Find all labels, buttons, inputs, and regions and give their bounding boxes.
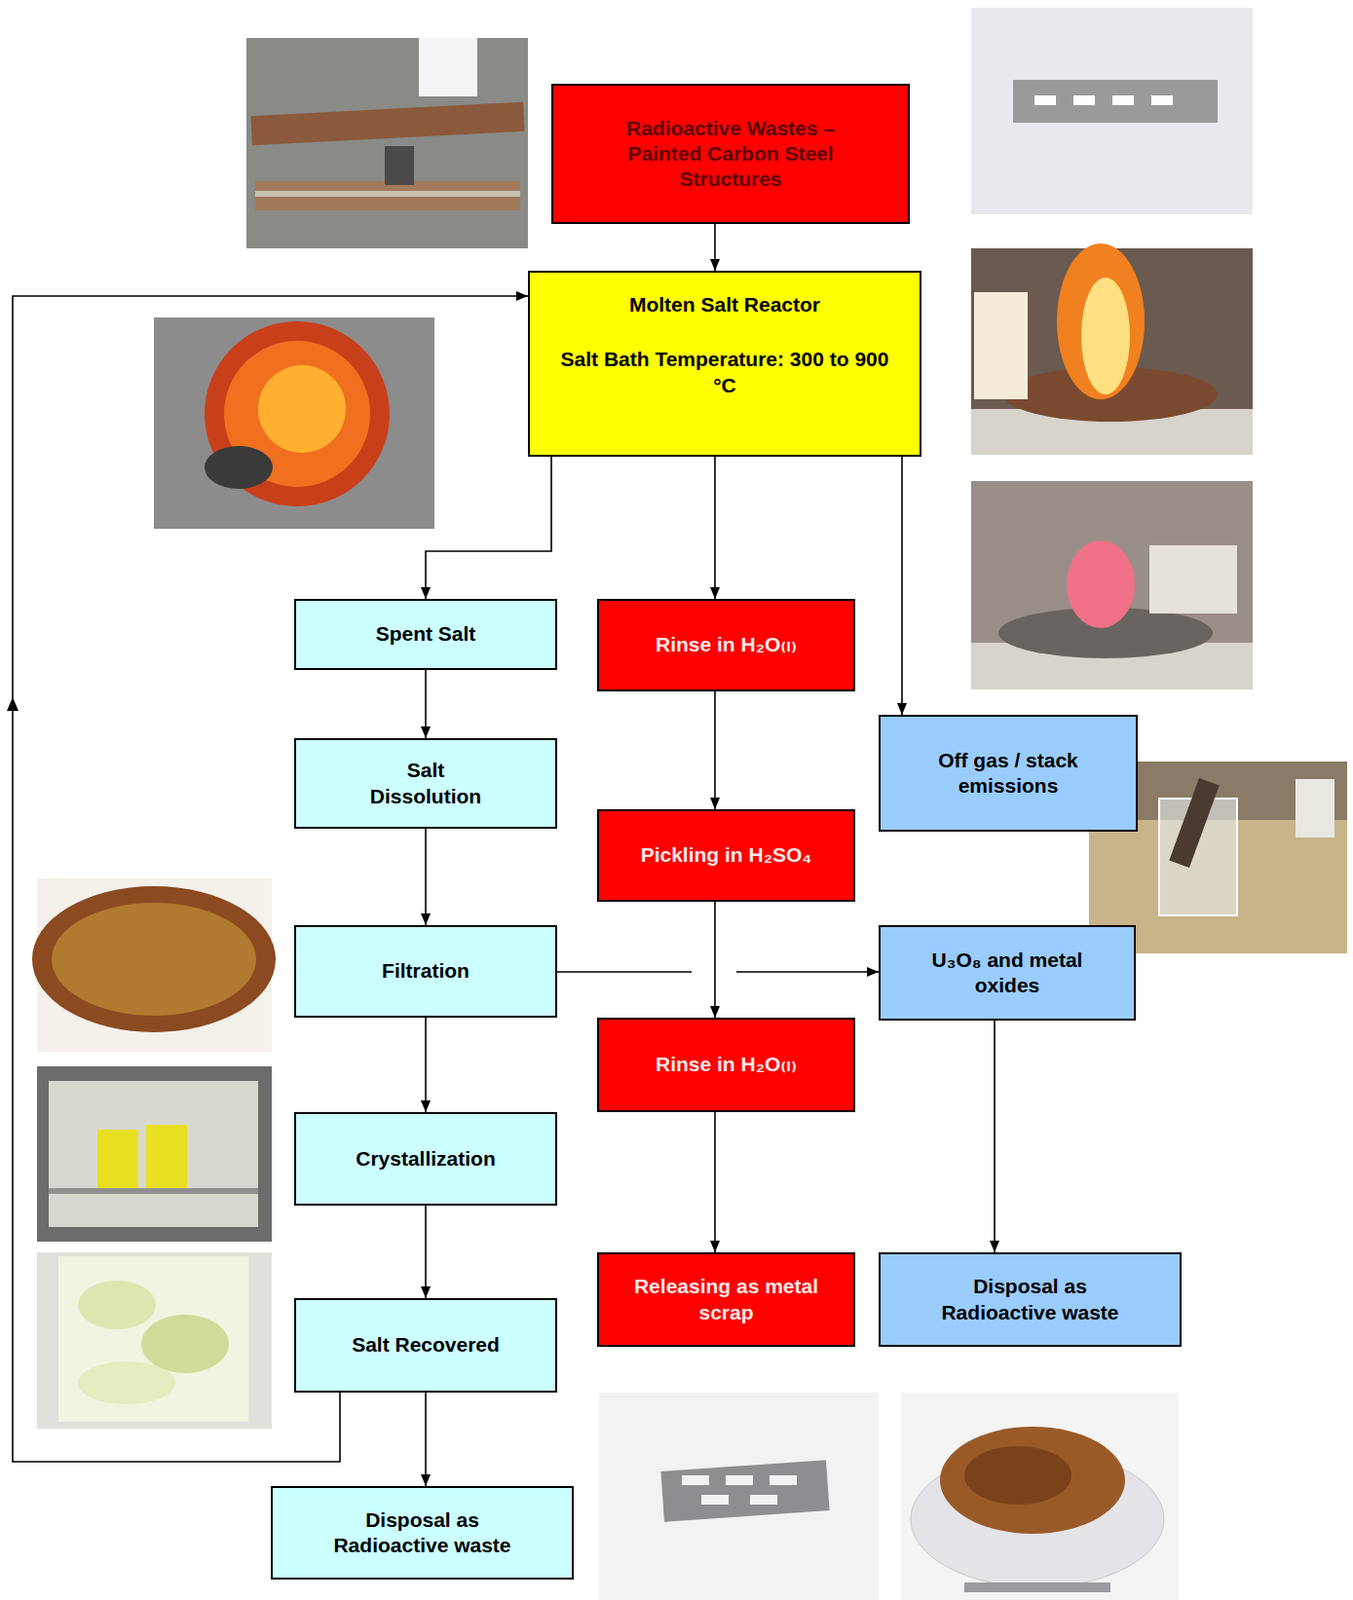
flow-arrow	[901, 456, 903, 715]
disposal-box: Disposal as Radioactive waste	[270, 1486, 574, 1580]
pen	[964, 1582, 1111, 1593]
box-title: Crystallization	[355, 1146, 496, 1172]
flow-arrow	[425, 456, 552, 600]
flow-arrow	[714, 1112, 716, 1253]
output-box: Off gas / stack emissions	[878, 714, 1138, 832]
box-title: Disposal as Radioactive waste	[311, 1507, 533, 1560]
flame	[1056, 243, 1145, 400]
flow-arrow	[714, 691, 716, 810]
flow-arrow	[714, 224, 716, 271]
crystals	[77, 1361, 176, 1405]
process-box: Salt Dissolution	[294, 738, 558, 829]
bar-slot	[1073, 95, 1095, 106]
steel-sample	[1168, 778, 1219, 868]
process-box: Filtration	[294, 925, 558, 1018]
crystals	[77, 1280, 156, 1330]
bowl	[32, 886, 276, 1033]
flow-arrow	[993, 1020, 996, 1253]
flow-arrow	[714, 456, 716, 600]
reactor-box: Molten Salt ReactorSalt Bath Temperature…	[527, 270, 922, 457]
flow-arrow	[424, 1017, 427, 1113]
bar-slot	[1151, 95, 1173, 106]
box-title: Filtration	[381, 958, 470, 984]
oxide-powder	[939, 1427, 1126, 1535]
furnace-wall	[1149, 545, 1238, 614]
output-box: Releasing as metal scrap	[597, 1252, 856, 1348]
photo-ground	[37, 1252, 272, 1429]
steel-bar	[1013, 79, 1218, 123]
plate-slot	[769, 1475, 797, 1486]
box-title: Off gas / stack emissions	[919, 748, 1097, 800]
steel-beam	[250, 102, 525, 147]
box-title: Radioactive Wastes – Painted Carbon Stee…	[606, 115, 855, 193]
process-box: Spent Salt	[294, 599, 558, 671]
bottle	[1295, 779, 1335, 838]
box-title: Molten Salt Reactor	[629, 292, 821, 318]
box-title: Rinse in H₂O₍ₗ₎	[655, 1052, 797, 1078]
bar-slot	[1034, 95, 1056, 106]
steel-beam	[255, 181, 521, 211]
box-detail: Salt Bath Temperature: 300 to 900 °C	[549, 346, 901, 399]
clean-steel	[660, 1460, 829, 1523]
box-title: Releasing as metal scrap	[623, 1274, 829, 1326]
photo-ground	[37, 1066, 272, 1242]
box-title: Pickling in H₂SO₄	[640, 842, 813, 868]
photo-ground	[971, 7, 1253, 215]
beam-slots	[255, 190, 521, 197]
crystals	[141, 1315, 229, 1374]
waste-box: Radioactive Wastes – Painted Carbon Stee…	[551, 83, 910, 225]
salt-solution	[51, 902, 257, 1016]
molten-salt	[258, 365, 346, 453]
oven-shelf	[48, 1188, 259, 1195]
photo-ground	[153, 317, 435, 529]
plate-slot	[725, 1475, 753, 1486]
flow-arrow	[424, 828, 427, 926]
solution-jar	[146, 1125, 188, 1189]
photo-ground	[901, 1392, 1179, 1600]
process-box: Rinse in H₂O₍ₗ₎	[597, 599, 856, 692]
box-title: Disposal as Radioactive waste	[919, 1274, 1141, 1326]
pipe	[204, 446, 273, 489]
furnace-wall	[974, 292, 1028, 400]
worker-arm	[418, 37, 478, 97]
plate-slot	[750, 1495, 778, 1505]
flow-arrow	[424, 670, 427, 739]
box-title: U₃O₈ and metal oxides	[919, 947, 1095, 1000]
crystal-jar	[58, 1256, 249, 1423]
photo-ground	[599, 1392, 879, 1600]
disposal-box: Disposal as Radioactive waste	[878, 1252, 1182, 1348]
oxide-powder	[964, 1446, 1072, 1505]
process-box: Crystallization	[294, 1112, 558, 1206]
photo-ground	[971, 481, 1253, 690]
process-box: Rinse in H₂O₍ₗ₎	[597, 1017, 856, 1113]
flame	[1066, 540, 1135, 629]
bar-slot	[1112, 95, 1134, 106]
flame	[1081, 277, 1130, 395]
connector-group	[12, 224, 995, 1487]
process-box: Pickling in H₂SO₄	[597, 809, 856, 902]
box-title: Rinse in H₂O₍ₗ₎	[655, 632, 797, 658]
flow-arrow	[714, 902, 716, 1018]
box-title: Spent Salt	[375, 621, 477, 647]
output-box: U₃O₈ and metal oxides	[878, 925, 1136, 1021]
photo-ground	[246, 37, 528, 249]
flow-arrow	[424, 1392, 427, 1487]
flow-arrow	[557, 971, 879, 974]
plate-slot	[701, 1495, 729, 1505]
solution-jar	[97, 1129, 139, 1189]
process-box: Salt Recovered	[294, 1298, 558, 1393]
molten-pot	[204, 321, 390, 507]
plate-slot	[681, 1475, 710, 1486]
oven-inside	[48, 1081, 259, 1228]
box-title: Salt Dissolution	[364, 757, 488, 810]
flow-arrow	[424, 1205, 427, 1299]
flow-arrow	[12, 296, 528, 1463]
box-title: Salt Recovered	[351, 1332, 500, 1358]
tool	[384, 146, 414, 186]
